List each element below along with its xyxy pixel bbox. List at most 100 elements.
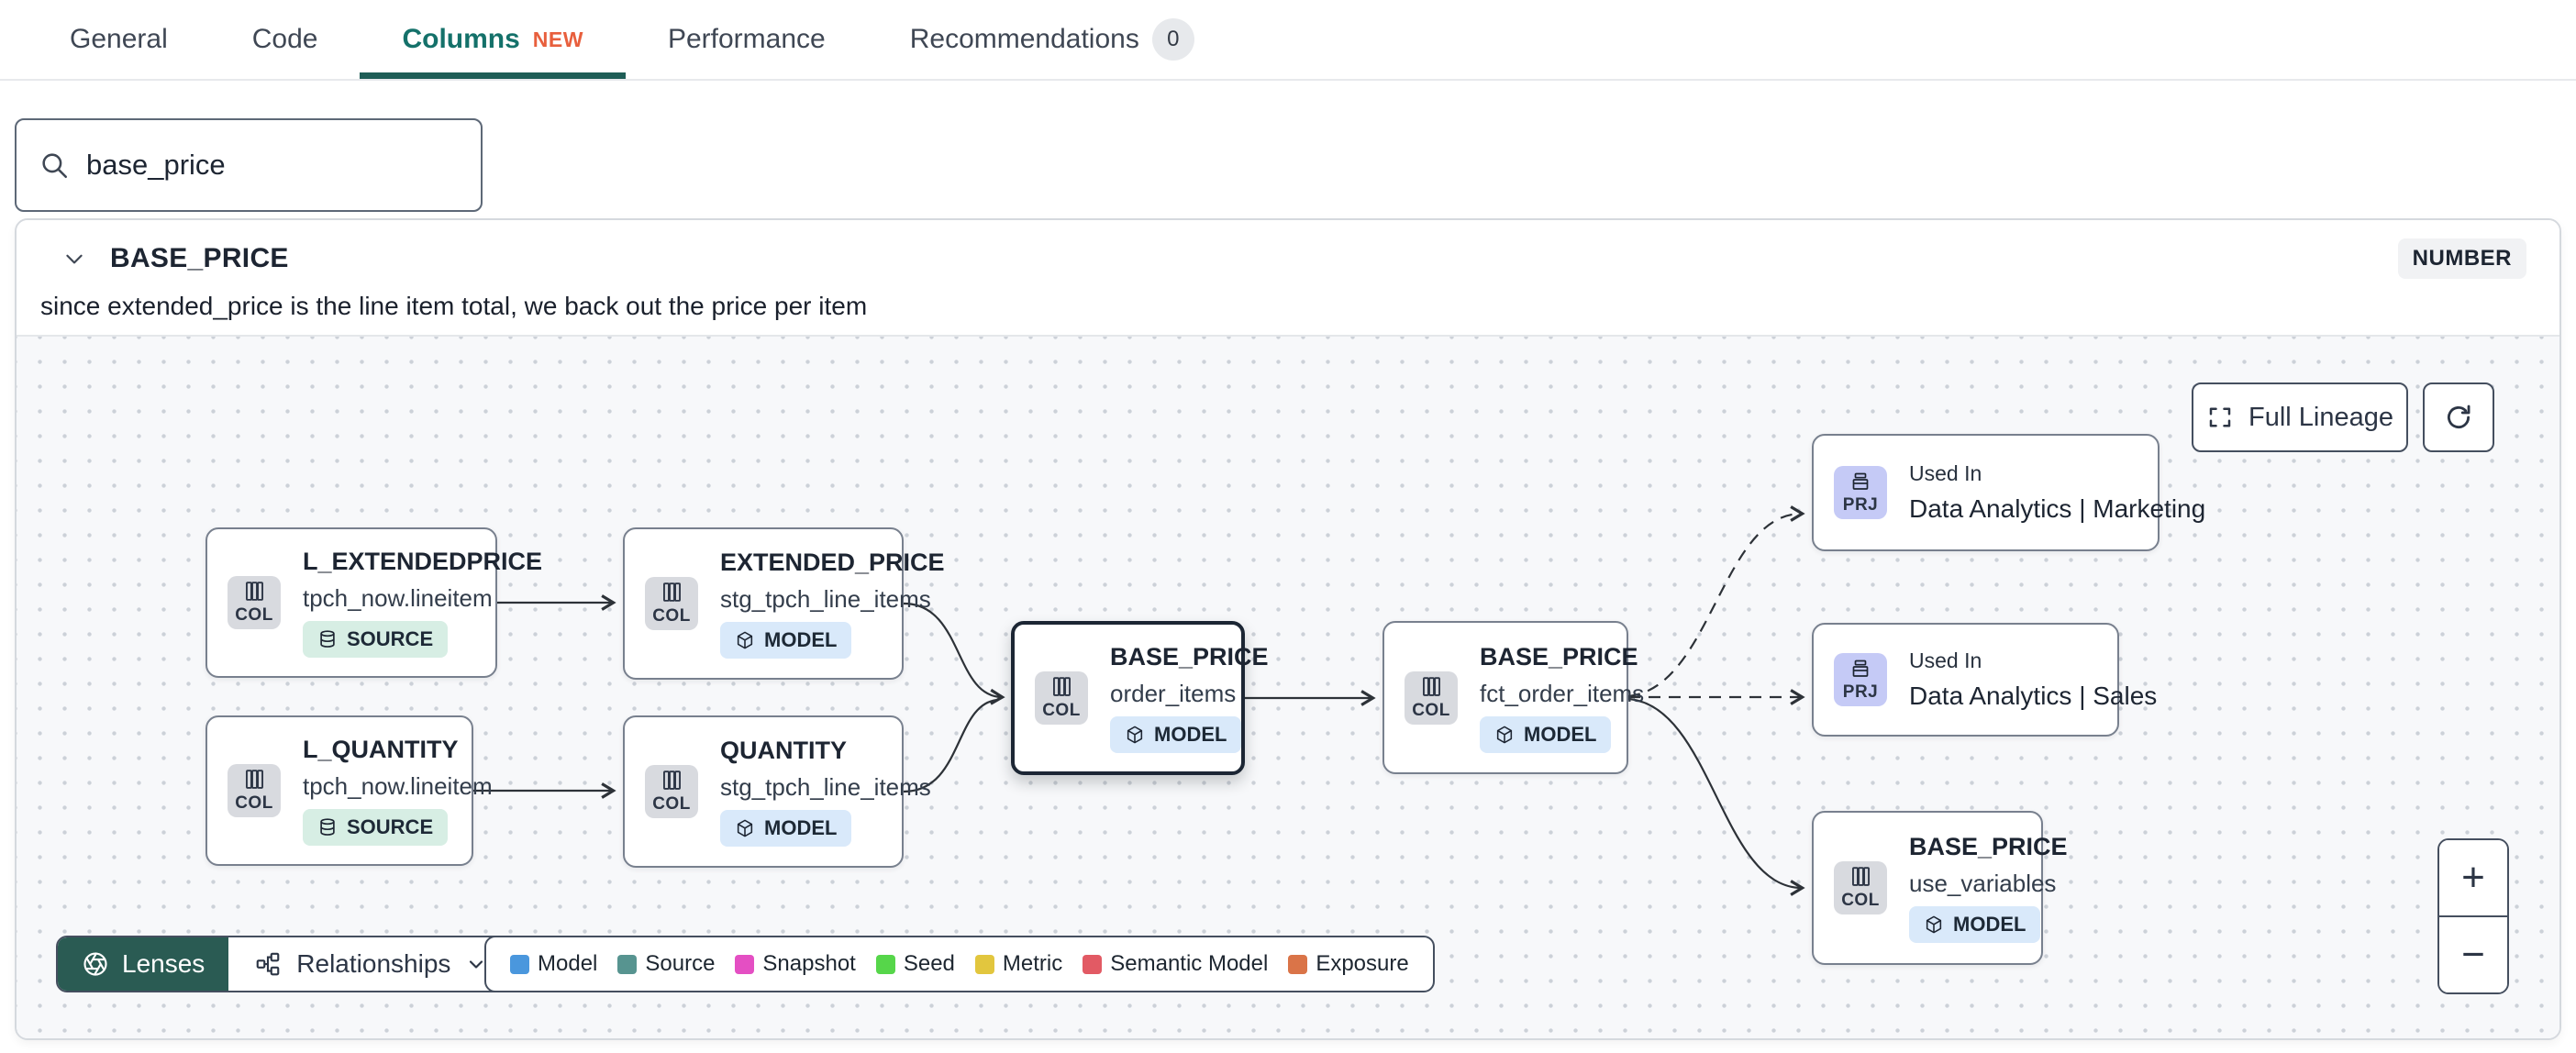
node-body: QUANTITY stg_tpch_line_items MODEL (720, 737, 931, 847)
tab-recommendations-label: Recommendations (909, 24, 1139, 54)
node-title: QUANTITY (720, 737, 847, 764)
node-body: Used In Data Analytics | Sales (1909, 648, 2157, 711)
prj-badge-label: PRJ (1842, 494, 1879, 515)
expand-icon (2209, 407, 2231, 427)
tab-columns[interactable]: Columns NEW (360, 0, 626, 79)
used-in-label: Used In (1909, 648, 1982, 672)
data-type-badge: NUMBER (2397, 238, 2526, 279)
relationships-icon (256, 952, 280, 976)
col-badge-label: COL (1042, 701, 1081, 720)
legend-item-metric: Metric (974, 951, 1063, 977)
zoom-out-button[interactable]: − (2439, 917, 2507, 992)
model-badge: MODEL (720, 622, 852, 659)
edge-fct-to-usevariables (1627, 697, 1805, 896)
used-in-label: Used In (1909, 461, 1982, 485)
model-badge: MODEL (1480, 715, 1612, 753)
col-badge: COL (228, 764, 281, 817)
chevron-down-icon (470, 960, 483, 969)
prj-badge-label: PRJ (1842, 682, 1879, 702)
col-badge-label: COL (1412, 700, 1450, 720)
col-badge-label: COL (1841, 891, 1880, 910)
used-in-title: Data Analytics | Marketing (1909, 494, 2206, 523)
tab-performance-label: Performance (667, 24, 826, 54)
node-subtitle: fct_order_items (1480, 679, 1645, 707)
edge-fct-to-marketing (1627, 505, 1805, 698)
columns-icon (245, 582, 263, 601)
tab-general[interactable]: General (28, 0, 210, 79)
node-body: EXTENDED_PRICE stg_tpch_line_items MODEL (720, 549, 945, 659)
model-badge-label: MODEL (1154, 723, 1227, 746)
node-used-in-sales[interactable]: PRJ Used In Data Analytics | Sales (1812, 623, 2157, 737)
node-base-price-order-items[interactable]: COL BASE_PRICE order_items MODEL (1011, 621, 1269, 775)
legend-label: Source (645, 951, 716, 976)
node-body: Used In Data Analytics | Marketing (1909, 461, 2205, 524)
col-badge: COL (1834, 861, 1887, 914)
node-body: L_EXTENDEDPRICE tpch_now.lineitem SOURCE (303, 548, 542, 658)
tab-bar: General Code Columns NEW Performance Rec… (0, 0, 2576, 81)
used-in-title: Data Analytics | Sales (1909, 682, 2158, 710)
columns-icon (662, 582, 681, 602)
new-badge: NEW (532, 27, 583, 51)
lineage-canvas[interactable]: COL L_EXTENDEDPRICE tpch_now.lineitem SO… (17, 335, 2559, 1038)
node-base-price-fct-order-items[interactable]: COL BASE_PRICE fct_order_items MODEL (1382, 621, 1644, 774)
column-panel-header: BASE_PRICE NUMBER since extended_price i… (17, 220, 2559, 335)
relationships-dropdown[interactable]: Relationships (228, 937, 514, 991)
node-subtitle: tpch_now.lineitem (303, 584, 493, 612)
columns-icon (1422, 676, 1440, 696)
model-badge: MODEL (720, 810, 852, 847)
relationships-label: Relationships (296, 949, 451, 978)
lenses-button[interactable]: Lenses (58, 937, 229, 991)
refresh-button[interactable] (2423, 382, 2494, 452)
full-lineage-button[interactable]: Full Lineage (2192, 382, 2408, 452)
column-search (15, 118, 483, 212)
legend-item-exposure: Exposure (1288, 951, 1409, 977)
legend-swatch (735, 954, 755, 974)
node-base-price-use-variables[interactable]: COL BASE_PRICE use_variables MODEL (1812, 811, 2068, 965)
lenses-label: Lenses (122, 949, 205, 978)
tab-code[interactable]: Code (210, 0, 361, 79)
legend-swatch (510, 954, 529, 974)
legend-label: Snapshot (762, 951, 856, 976)
tab-code-label: Code (251, 24, 318, 54)
node-subtitle: tpch_now.lineitem (303, 772, 493, 800)
node-subtitle: order_items (1110, 680, 1237, 707)
node-l-quantity[interactable]: COL L_QUANTITY tpch_now.lineitem SOURCE (205, 715, 493, 866)
chevron-down-icon[interactable] (62, 247, 86, 271)
model-badge-label: MODEL (764, 628, 838, 651)
database-icon (320, 630, 335, 648)
node-body: BASE_PRICE fct_order_items MODEL (1480, 643, 1644, 753)
prj-badge: PRJ (1834, 466, 1887, 519)
node-title: L_QUANTITY (303, 736, 459, 763)
node-title: BASE_PRICE (1110, 643, 1269, 671)
lineage-edges (473, 505, 1805, 896)
cube-icon (737, 819, 753, 837)
node-title: BASE_PRICE (1480, 642, 1638, 671)
search-input[interactable] (70, 124, 481, 206)
tab-performance[interactable]: Performance (626, 0, 868, 79)
col-badge-label: COL (235, 793, 273, 813)
tab-recommendations[interactable]: Recommendations 0 (868, 0, 1237, 79)
archive-icon (1852, 472, 1869, 490)
tab-columns-label: Columns (402, 24, 520, 54)
lenses-control: Lenses Relationships (56, 936, 516, 992)
node-subtitle: stg_tpch_line_items (720, 585, 931, 613)
node-quantity[interactable]: COL QUANTITY stg_tpch_line_items MODEL (623, 715, 931, 868)
zoom-in-button[interactable]: + (2439, 840, 2507, 917)
legend-item-seed: Seed (875, 951, 955, 977)
lineage-legend: Model Source Snapshot Seed Metric (484, 936, 1435, 992)
node-title: L_EXTENDEDPRICE (303, 548, 543, 575)
legend-label: Semantic Model (1110, 951, 1269, 976)
node-used-in-marketing[interactable]: PRJ Used In Data Analytics | Marketing (1812, 434, 2205, 551)
legend-swatch (1288, 954, 1308, 974)
column-title-row: BASE_PRICE NUMBER (17, 220, 2559, 279)
legend-swatch (974, 954, 994, 974)
node-title: EXTENDED_PRICE (720, 549, 945, 576)
node-body: BASE_PRICE order_items MODEL (1110, 643, 1269, 753)
source-badge: SOURCE (303, 621, 449, 658)
legend-label: Metric (1002, 951, 1063, 976)
node-extended-price[interactable]: COL EXTENDED_PRICE stg_tpch_line_items M… (623, 527, 945, 680)
search-icon (42, 153, 68, 179)
node-l-extendedprice[interactable]: COL L_EXTENDEDPRICE tpch_now.lineitem SO… (205, 527, 542, 678)
columns-icon (662, 770, 681, 790)
node-title: BASE_PRICE (1909, 833, 2068, 860)
